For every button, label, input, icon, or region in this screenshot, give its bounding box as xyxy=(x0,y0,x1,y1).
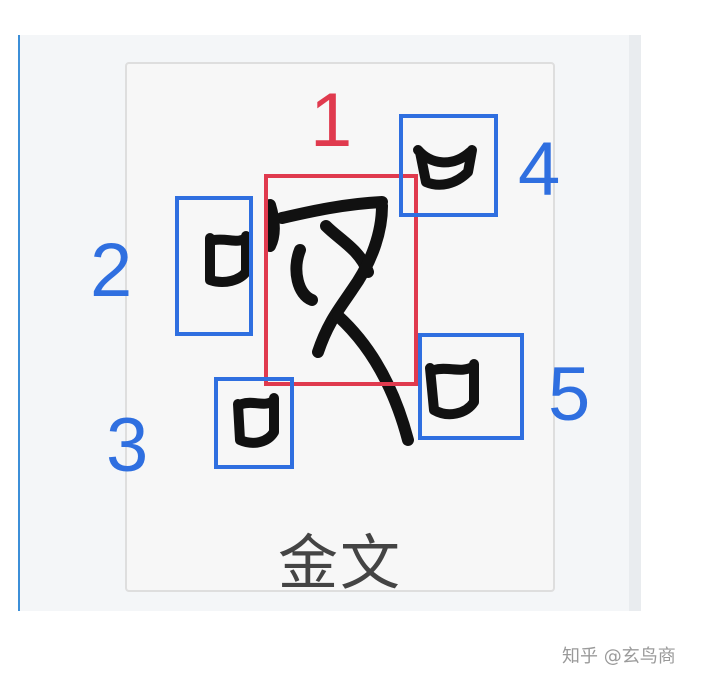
highlight-box-4 xyxy=(399,114,498,217)
highlight-box-5 xyxy=(418,333,524,440)
glyph-stroke-left xyxy=(290,244,318,306)
highlight-box-3 xyxy=(214,377,294,469)
glyph-card xyxy=(125,62,555,592)
label-1: 1 xyxy=(310,78,353,163)
label-3: 3 xyxy=(106,403,149,488)
highlight-box-2 xyxy=(175,196,253,336)
label-2: 2 xyxy=(90,228,133,313)
label-4: 4 xyxy=(518,127,561,212)
highlight-box-1 xyxy=(264,174,418,386)
glyph-stroke-top xyxy=(276,196,388,224)
mouth-component-5 xyxy=(425,359,479,420)
mouth-component-4 xyxy=(413,145,477,190)
glyph-stroke-curve xyxy=(312,200,388,358)
script-caption: 金文 xyxy=(278,529,402,599)
label-5: 5 xyxy=(548,352,591,437)
source-watermark: 知乎 @玄鸟商 xyxy=(562,646,676,667)
glyph-stroke-tail xyxy=(332,310,414,446)
glyph-stroke-stub xyxy=(264,199,280,252)
mouth-component-3 xyxy=(233,393,279,448)
mouth-component-2 xyxy=(205,231,251,287)
panel-edge xyxy=(629,35,641,611)
